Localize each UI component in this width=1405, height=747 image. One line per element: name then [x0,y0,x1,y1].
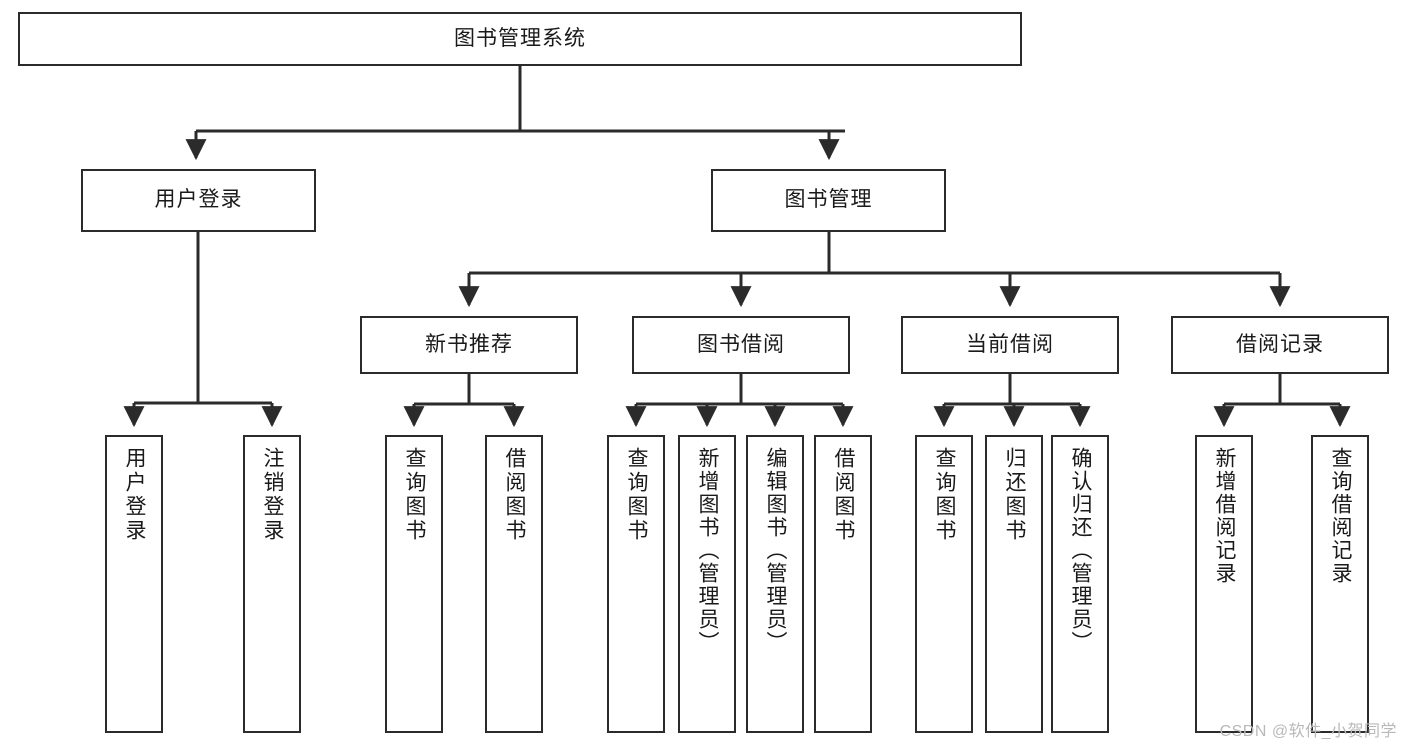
node-user-login-label: 用户登录 [154,188,243,212]
node-leaf-query-book-2-label: 查询图书 [625,447,649,543]
node-leaf-logout-login-label: 注销登录 [261,447,285,543]
node-book-borrow-label: 图书借阅 [697,332,785,356]
node-leaf-user-login[interactable]: 用户登录 [105,435,163,733]
node-book-management[interactable]: 图书管理 [711,169,946,232]
node-leaf-borrow-book-2-label: 借阅图书 [832,447,856,543]
node-leaf-return-book[interactable]: 归还图书 [985,435,1043,733]
node-leaf-add-book[interactable]: 新增图书（管理员） [678,435,736,733]
node-root-label: 图书管理系统 [454,26,586,50]
node-book-management-label: 图书管理 [784,188,873,212]
node-leaf-edit-book-label: 编辑图书（管理员） [764,447,788,654]
node-leaf-query-book-3-label: 查询图书 [933,447,957,543]
node-new-book-recommend-label: 新书推荐 [425,332,513,356]
node-new-book-recommend[interactable]: 新书推荐 [360,316,578,374]
node-leaf-query-book-1[interactable]: 查询图书 [385,435,443,733]
node-borrow-record-label: 借阅记录 [1236,332,1324,356]
node-leaf-borrow-book-1-label: 借阅图书 [503,447,527,543]
node-leaf-return-book-label: 归还图书 [1003,447,1027,543]
node-leaf-borrow-book-2[interactable]: 借阅图书 [814,435,872,733]
node-leaf-confirm-return-label: 确认归还（管理员） [1069,447,1093,654]
node-leaf-add-record-label: 新增借阅记录 [1213,447,1237,585]
node-leaf-confirm-return[interactable]: 确认归还（管理员） [1051,435,1109,733]
node-leaf-logout-login[interactable]: 注销登录 [243,435,301,733]
node-current-borrow[interactable]: 当前借阅 [901,316,1119,374]
node-leaf-query-book-3[interactable]: 查询图书 [915,435,973,733]
node-leaf-query-book-2[interactable]: 查询图书 [607,435,665,733]
node-leaf-add-book-label: 新增图书（管理员） [696,447,720,654]
node-leaf-edit-book[interactable]: 编辑图书（管理员） [746,435,804,733]
node-leaf-query-record-label: 查询借阅记录 [1329,447,1353,585]
node-leaf-borrow-book-1[interactable]: 借阅图书 [485,435,543,733]
node-book-borrow[interactable]: 图书借阅 [632,316,850,374]
node-borrow-record[interactable]: 借阅记录 [1171,316,1389,374]
node-leaf-query-book-1-label: 查询图书 [403,447,427,543]
node-leaf-query-record[interactable]: 查询借阅记录 [1311,435,1369,733]
node-current-borrow-label: 当前借阅 [966,332,1054,356]
node-user-login[interactable]: 用户登录 [81,169,316,232]
node-leaf-add-record[interactable]: 新增借阅记录 [1195,435,1253,733]
node-root[interactable]: 图书管理系统 [18,12,1022,66]
node-leaf-user-login-label: 用户登录 [123,447,147,543]
